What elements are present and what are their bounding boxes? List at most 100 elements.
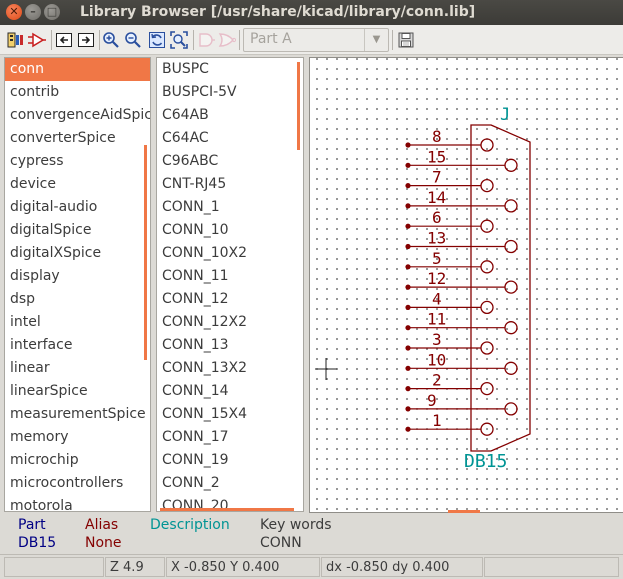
pin-end (405, 142, 411, 148)
library-list-item[interactable]: converterSpice (10, 130, 116, 146)
component-list-item[interactable]: CONN_20 (162, 498, 229, 512)
select-component-button[interactable] (27, 30, 47, 50)
title-bar: ✕ – □ Library Browser [/usr/share/kicad/… (0, 0, 623, 25)
export-button[interactable] (396, 30, 416, 50)
component-list-item[interactable]: CONN_13X2 (162, 360, 248, 376)
pin-contact (504, 321, 518, 335)
pin-contact (504, 199, 518, 213)
component-list-hscrollbar[interactable] (160, 508, 294, 511)
component-list-scrollbar[interactable] (297, 62, 300, 150)
connector-body (470, 124, 531, 452)
minimize-icon: – (30, 5, 36, 18)
component-list-item[interactable]: BUSPCI-5V (162, 84, 237, 100)
pin-number: 4 (432, 289, 442, 308)
library-list-item[interactable]: interface (10, 337, 73, 353)
keywords-header: Key words (260, 517, 332, 533)
maximize-window-button[interactable]: □ (44, 4, 60, 20)
component-list-item[interactable]: CONN_14 (162, 383, 229, 399)
library-list-item[interactable]: microchip (10, 452, 79, 468)
toolbar: Part A ▼ (0, 25, 623, 55)
library-list-item[interactable]: microcontrollers (10, 475, 124, 491)
part-select[interactable]: Part A ▼ (243, 28, 389, 52)
pin-number: 6 (432, 208, 442, 227)
zoom-fit-button[interactable] (169, 30, 189, 50)
pin-number: 13 (427, 229, 446, 248)
library-list-item[interactable]: digital-audio (10, 199, 98, 215)
library-list-item[interactable]: dsp (10, 291, 36, 307)
minimize-window-button[interactable]: – (25, 4, 41, 20)
pin-end (405, 304, 411, 310)
component-list-item[interactable]: CONN_10X2 (162, 245, 248, 261)
component-list-item[interactable]: CONN_12X2 (162, 314, 248, 330)
pin-number: 8 (432, 127, 442, 146)
pin-contact (480, 138, 494, 152)
component-list-item[interactable]: CONN_15X4 (162, 406, 248, 422)
status-message (4, 557, 104, 577)
component-list-item[interactable]: CONN_11 (162, 268, 229, 284)
library-list-item[interactable]: linear (10, 360, 50, 376)
chevron-down-icon: ▼ (364, 29, 388, 51)
part-select-value: Part A (250, 31, 292, 47)
keywords-value: CONN (260, 535, 302, 551)
status-coordinates: X -0.850 Y 0.400 (166, 557, 320, 577)
pin-number: 2 (432, 371, 442, 390)
de-morgan-converted-icon (218, 33, 236, 47)
library-list-item[interactable]: device (10, 176, 56, 192)
redraw-button[interactable] (147, 30, 167, 50)
library-list-item[interactable]: measurementSpice (10, 406, 146, 422)
component-list-item[interactable]: BUSPC (162, 61, 209, 77)
component-list-item[interactable]: CONN_12 (162, 291, 229, 307)
pin-number: 1 (432, 411, 442, 430)
library-list-item[interactable]: intel (10, 314, 41, 330)
status-zoom: Z 4.9 (105, 557, 165, 577)
library-list-item[interactable]: cypress (10, 153, 64, 169)
de-morgan-normal-button[interactable] (196, 30, 216, 50)
status-bar: Z 4.9 X -0.850 Y 0.400 dx -0.850 dy 0.40… (0, 554, 623, 579)
component-list-item[interactable]: C96ABC (162, 153, 219, 169)
library-list-item[interactable]: motorola (10, 498, 73, 512)
pin-end (405, 406, 411, 412)
component-list-item[interactable]: CONN_19 (162, 452, 229, 468)
pin-number: 15 (427, 147, 446, 166)
component-list-item[interactable]: CONN_2 (162, 475, 220, 491)
library-list-item[interactable]: digitalXSpice (10, 245, 102, 261)
component-list-item[interactable]: C64AB (162, 107, 209, 123)
pin-number: 11 (427, 310, 446, 329)
zoom-in-button[interactable] (101, 30, 121, 50)
crosshair-cursor (315, 358, 337, 380)
next-component-button[interactable] (76, 30, 96, 50)
library-list-item[interactable]: display (10, 268, 60, 284)
component-list-item[interactable]: C64AC (162, 130, 209, 146)
select-library-button[interactable] (6, 30, 26, 50)
component-list-item[interactable]: CONN_17 (162, 429, 229, 445)
component-list-item[interactable]: CONN_10 (162, 222, 229, 238)
canvas-hscrollbar[interactable] (448, 510, 480, 513)
de-morgan-converted-button[interactable] (217, 30, 237, 50)
pin-number: 9 (427, 391, 437, 410)
component-list-item[interactable]: CNT-RJ45 (162, 176, 227, 192)
zoom-fit-icon (170, 31, 188, 49)
library-list-scrollbar[interactable] (144, 145, 147, 360)
previous-component-button[interactable] (54, 30, 74, 50)
library-list-item[interactable]: linearSpice (10, 383, 88, 399)
pin-contact (480, 260, 494, 274)
close-icon: ✕ (9, 5, 19, 18)
pin-end (405, 284, 411, 290)
library-list-item[interactable]: conn (5, 58, 150, 81)
library-list-item[interactable]: digitalSpice (10, 222, 92, 238)
component-list-item[interactable]: CONN_13 (162, 337, 229, 353)
component-info-panel: Part DB15 Alias None Description Key wor… (0, 513, 623, 553)
component-list-item[interactable]: CONN_1 (162, 199, 220, 215)
library-list-item[interactable]: convergenceAidSpice (10, 107, 151, 123)
library-list[interactable]: conn contrib convergenceAidSpice converterS… (4, 57, 151, 512)
library-list-item[interactable]: contrib (10, 84, 60, 100)
pin-number: 5 (432, 249, 442, 268)
close-window-button[interactable]: ✕ (6, 4, 22, 20)
library-list-item[interactable]: memory (10, 429, 69, 445)
window-title: Library Browser [/usr/share/kicad/librar… (80, 4, 476, 20)
zoom-out-button[interactable] (123, 30, 143, 50)
alias-header: Alias (85, 517, 119, 533)
pin-end (405, 325, 411, 331)
